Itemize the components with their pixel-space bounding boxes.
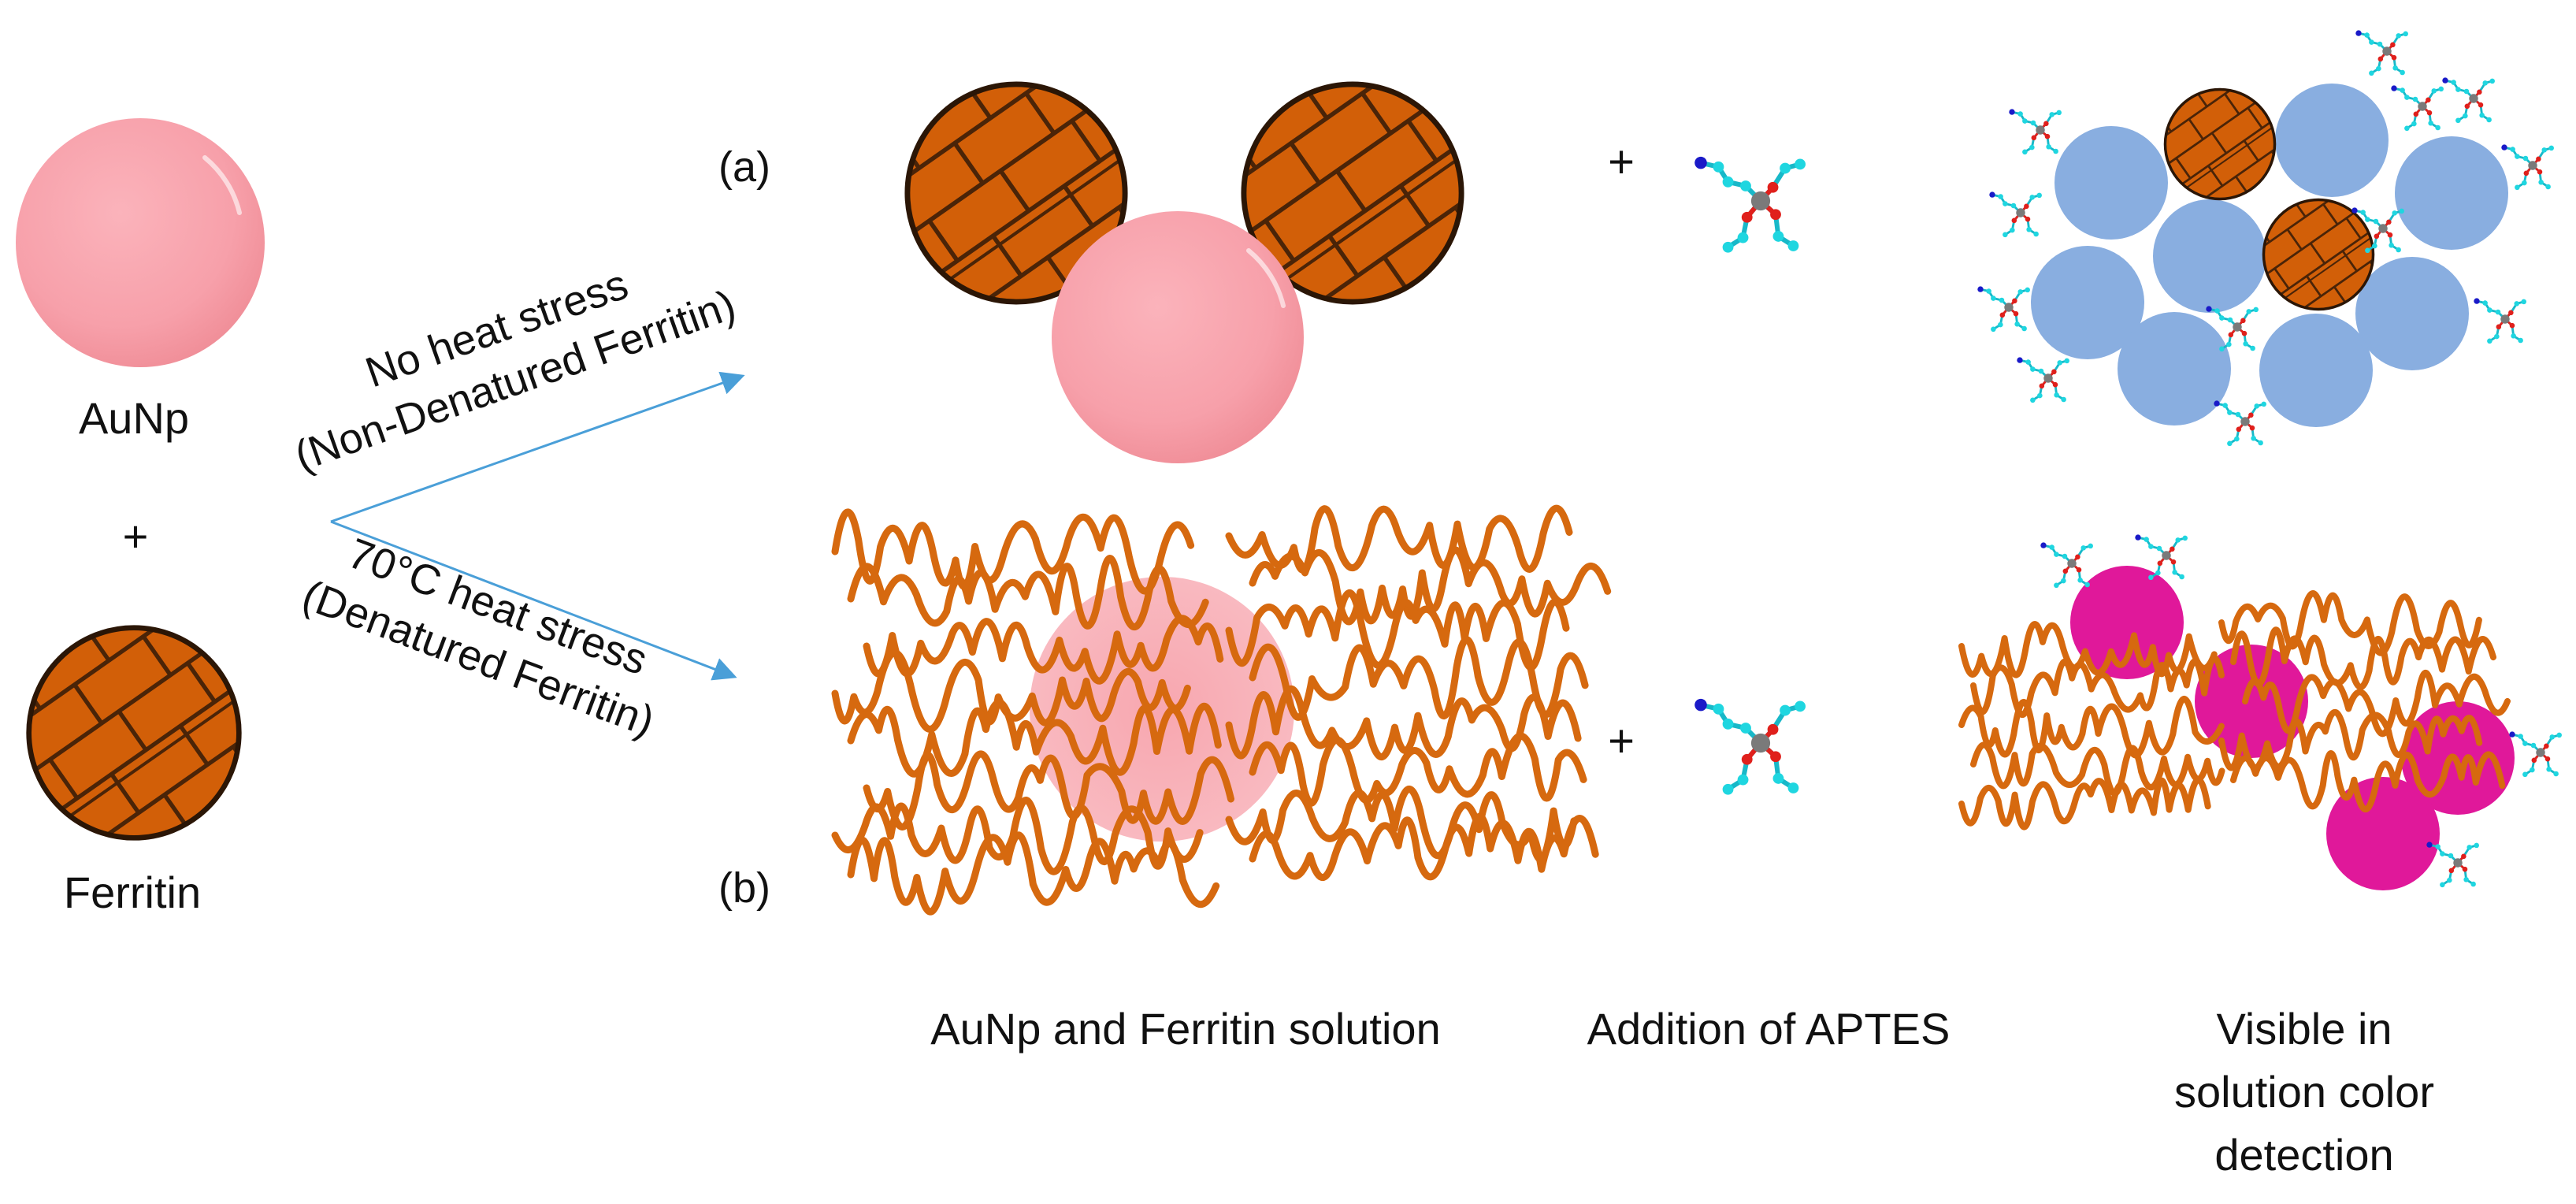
protein-strand <box>847 555 1209 630</box>
protein-strand <box>1249 636 1589 721</box>
plus-sign-left: + <box>123 511 149 561</box>
caption-col3-line2: solution color <box>2174 1067 2434 1117</box>
protein-strand <box>831 797 1204 875</box>
aggregated-aunp <box>2395 136 2508 250</box>
column3-dispersed <box>1958 533 2563 890</box>
plus-sign-a: + <box>1608 136 1635 188</box>
protein-strand <box>2230 626 2496 690</box>
aggregated-aunp <box>2054 126 2168 240</box>
protein-strand <box>1970 655 2225 718</box>
protein-strand <box>1249 732 1587 807</box>
plus-sign-b: + <box>1608 715 1635 767</box>
protein-strand <box>1249 546 1612 626</box>
aggregated-aunp <box>2118 312 2231 425</box>
aggregated-aunp <box>2275 84 2389 197</box>
branch-arrows: No heat stress (Non-Denatured Ferritin) … <box>289 143 770 912</box>
dispersed-aunp <box>2326 777 2440 890</box>
aunp-nanoparticle-a <box>1052 211 1304 463</box>
denatured-ferritin-strands <box>831 504 1612 916</box>
arrow-no-heat <box>330 371 745 523</box>
ferritin-particle <box>0 562 306 905</box>
denatured-ferritin-strands-c <box>1958 590 2511 831</box>
protein-strand <box>2218 590 2482 656</box>
protein-strand <box>863 615 1224 685</box>
caption-col1: AuNp and Ferritin solution <box>930 1004 1440 1054</box>
branch-b-tag: (b) <box>718 864 770 912</box>
protein-strand <box>1958 695 2225 759</box>
arrow-heat-stress <box>330 520 737 681</box>
aunp-label: AuNp <box>79 393 189 443</box>
column1-denatured-complex <box>831 504 1612 916</box>
protein-strand <box>863 750 1234 831</box>
aptes-molecule-a <box>1694 157 1806 253</box>
caption-col3-line3: detection <box>2214 1130 2393 1180</box>
protein-strand <box>847 699 1222 778</box>
aggregated-aunp <box>2153 199 2266 313</box>
protein-strand <box>1958 776 2211 831</box>
aggregated-aunp <box>2031 246 2144 359</box>
protein-strand <box>2218 708 2483 771</box>
caption-col3-line1: Visible in <box>2216 1004 2392 1054</box>
caption-col2: Addition of APTES <box>1587 1004 1951 1054</box>
protein-strand <box>1958 621 2218 678</box>
aptes-molecule-b <box>1694 699 1806 795</box>
aggregated-aunp <box>2355 257 2469 370</box>
protein-strand <box>1970 741 2225 797</box>
protein-strand <box>1225 685 1582 760</box>
aunp-nanoparticle <box>16 118 265 367</box>
protein-strand <box>1225 589 1570 671</box>
column3-aggregated <box>1976 28 2556 448</box>
aggregated-aunp <box>2259 314 2373 427</box>
captions: AuNp and Ferritin solution Addition of A… <box>930 1004 2434 1180</box>
left-reagents: AuNp + Ferritin <box>0 118 306 917</box>
protein-strand <box>847 831 1220 916</box>
column1-native-complex <box>837 16 1531 463</box>
protein-strand <box>2230 750 2506 812</box>
ferritin-label: Ferritin <box>64 868 201 917</box>
protein-strand <box>1249 812 1599 882</box>
branch-a-tag: (a) <box>718 143 770 191</box>
column2-aptes: + + <box>1608 136 1806 795</box>
